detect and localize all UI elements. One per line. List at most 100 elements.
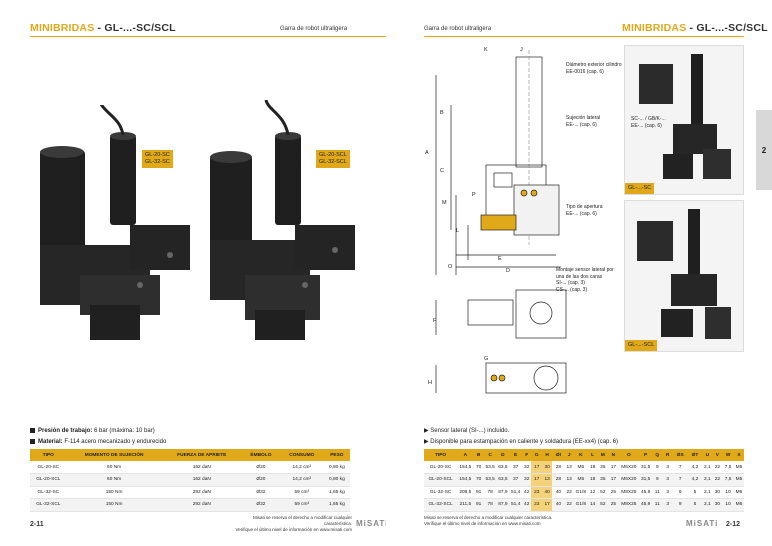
table-cell: 91 [473, 498, 484, 512]
annot-apertura: Tipo de apertura EE-... (cap. 6) [566, 204, 603, 217]
table-cell: M6 [733, 498, 744, 512]
dim-l: L [456, 228, 460, 234]
table-cell: 25 [608, 498, 619, 512]
dim-b: B [440, 110, 444, 116]
table-cell: 35 [597, 461, 609, 474]
table-header: FUERZA DE APRIETE [161, 449, 242, 461]
table-cell: 45,9 [639, 486, 652, 499]
table-cell: 32 [521, 461, 532, 474]
table-cell: 14 [587, 498, 598, 512]
chapter-tab: 2 [756, 110, 772, 190]
title-brand: MINIBRIDAS [30, 22, 95, 34]
table-cell: 5 [687, 498, 703, 512]
table-header: E [509, 449, 522, 461]
header-rule [424, 36, 744, 37]
table-header: MOMENTO DE SUJECIÓN [66, 449, 162, 461]
table-cell: 53,5 [483, 473, 497, 487]
table-cell: 28 [552, 473, 565, 487]
table-cell: 10 [722, 486, 734, 499]
dim-o: O [448, 264, 453, 270]
table-cell: 78 [483, 486, 497, 499]
footer-note: Misati se reserva el derecho a modificar… [424, 515, 553, 526]
note-estampacion: ▶ Disponible para estampación en calient… [424, 439, 619, 445]
table-header: V [712, 449, 723, 461]
table-header: H [542, 449, 553, 461]
table-cell: 1,65 kg [323, 486, 350, 499]
table-header: ØT [687, 449, 703, 461]
table-cell: 28 [552, 461, 565, 474]
photo-sc: SC-... / GB/K-...EE-... (cap. 6) GL-...-… [624, 45, 744, 195]
table-cell: 154,5 [457, 473, 474, 487]
table-cell: GL-32-SCL [424, 498, 458, 512]
dim-c: C [440, 168, 444, 174]
table-header: P [639, 449, 652, 461]
annot-diametro: Diámetro exterior cilindro EE-0016 (cap.… [566, 62, 622, 75]
table-cell: 13 [564, 473, 574, 487]
table-cell: 11 [652, 486, 663, 499]
table-cell: M6X20 [618, 461, 640, 474]
table-header: C [483, 449, 497, 461]
table-cell: 37 [509, 473, 522, 487]
table-cell: 2,1 [702, 473, 713, 487]
table-cell: 59 cm³ [279, 486, 324, 499]
table-header: Q [652, 449, 663, 461]
table-header: A [457, 449, 474, 461]
annot-montaje: Montaje sensor lateral por una de las do… [556, 267, 614, 293]
table-cell: 18 [587, 473, 598, 487]
table-cell: 70 [473, 473, 484, 487]
table-header: B [473, 449, 484, 461]
table-cell: GL-32-SC [30, 486, 67, 499]
table-cell: 9 [672, 486, 688, 499]
brand-logo: MiSATi [356, 519, 389, 528]
table-cell: 18 [587, 461, 598, 474]
dim-j: J [520, 47, 523, 53]
table-cell: 7 [672, 461, 688, 474]
table-cell: 35 [597, 473, 609, 487]
table-cell: G1/8 [573, 498, 588, 512]
table-cell: 12 [587, 486, 598, 499]
title-brand: MINIBRIDAS [622, 22, 687, 34]
table-cell: M5 [733, 473, 744, 487]
table-cell: 60 Nm [66, 473, 162, 487]
table-cell: 4,2 [687, 461, 703, 474]
table-header: F [521, 449, 532, 461]
dim-h: H [428, 380, 432, 386]
table-cell: 45,9 [639, 498, 652, 512]
table-header: R [662, 449, 673, 461]
table-cell: 9 [652, 473, 663, 487]
table-cell: 4,2 [687, 473, 703, 487]
table-cell: 9 [652, 461, 663, 474]
photo-scl-drawing [637, 209, 731, 339]
table-header: X [733, 449, 744, 461]
table-cell: Ø32 [241, 486, 280, 499]
dim-f: F [433, 318, 437, 324]
page-title: MINIBRIDAS - GL-...-SC/SCL [30, 22, 176, 36]
table-cell: 31,5 [639, 473, 652, 487]
table-cell: 78 [483, 498, 497, 512]
photo-ref: SC-... / GB/K-...EE-... (cap. 6) [631, 116, 666, 129]
gripper-scl-image [210, 100, 355, 340]
table-cell: 60 Nm [66, 461, 162, 474]
table-cell: M5 [733, 461, 744, 474]
table-cell: 17 [531, 461, 543, 474]
table-cell: 2,1 [702, 486, 713, 499]
table-cell: 2,1 [702, 498, 713, 512]
table-cell: 14,2 cm³ [279, 461, 324, 474]
table-cell: 11 [652, 498, 663, 512]
table-cell: GL-20-SC [30, 461, 67, 474]
table-header: K [573, 449, 588, 461]
table-cell: GL-20-SCL [30, 473, 67, 487]
spec-material: Material: F-114 acero mecanizado y endur… [30, 437, 166, 447]
table-header: TIPO [424, 449, 458, 461]
table-cell: M8X25 [618, 486, 640, 499]
table-cell: 162 daN [161, 461, 242, 474]
note-sensor: ▶ Sensor lateral (SI-...) incluido. [424, 428, 510, 434]
table-cell: 17 [542, 498, 553, 512]
dim-g: G [484, 356, 489, 362]
page-number: 2-12 [726, 521, 741, 528]
